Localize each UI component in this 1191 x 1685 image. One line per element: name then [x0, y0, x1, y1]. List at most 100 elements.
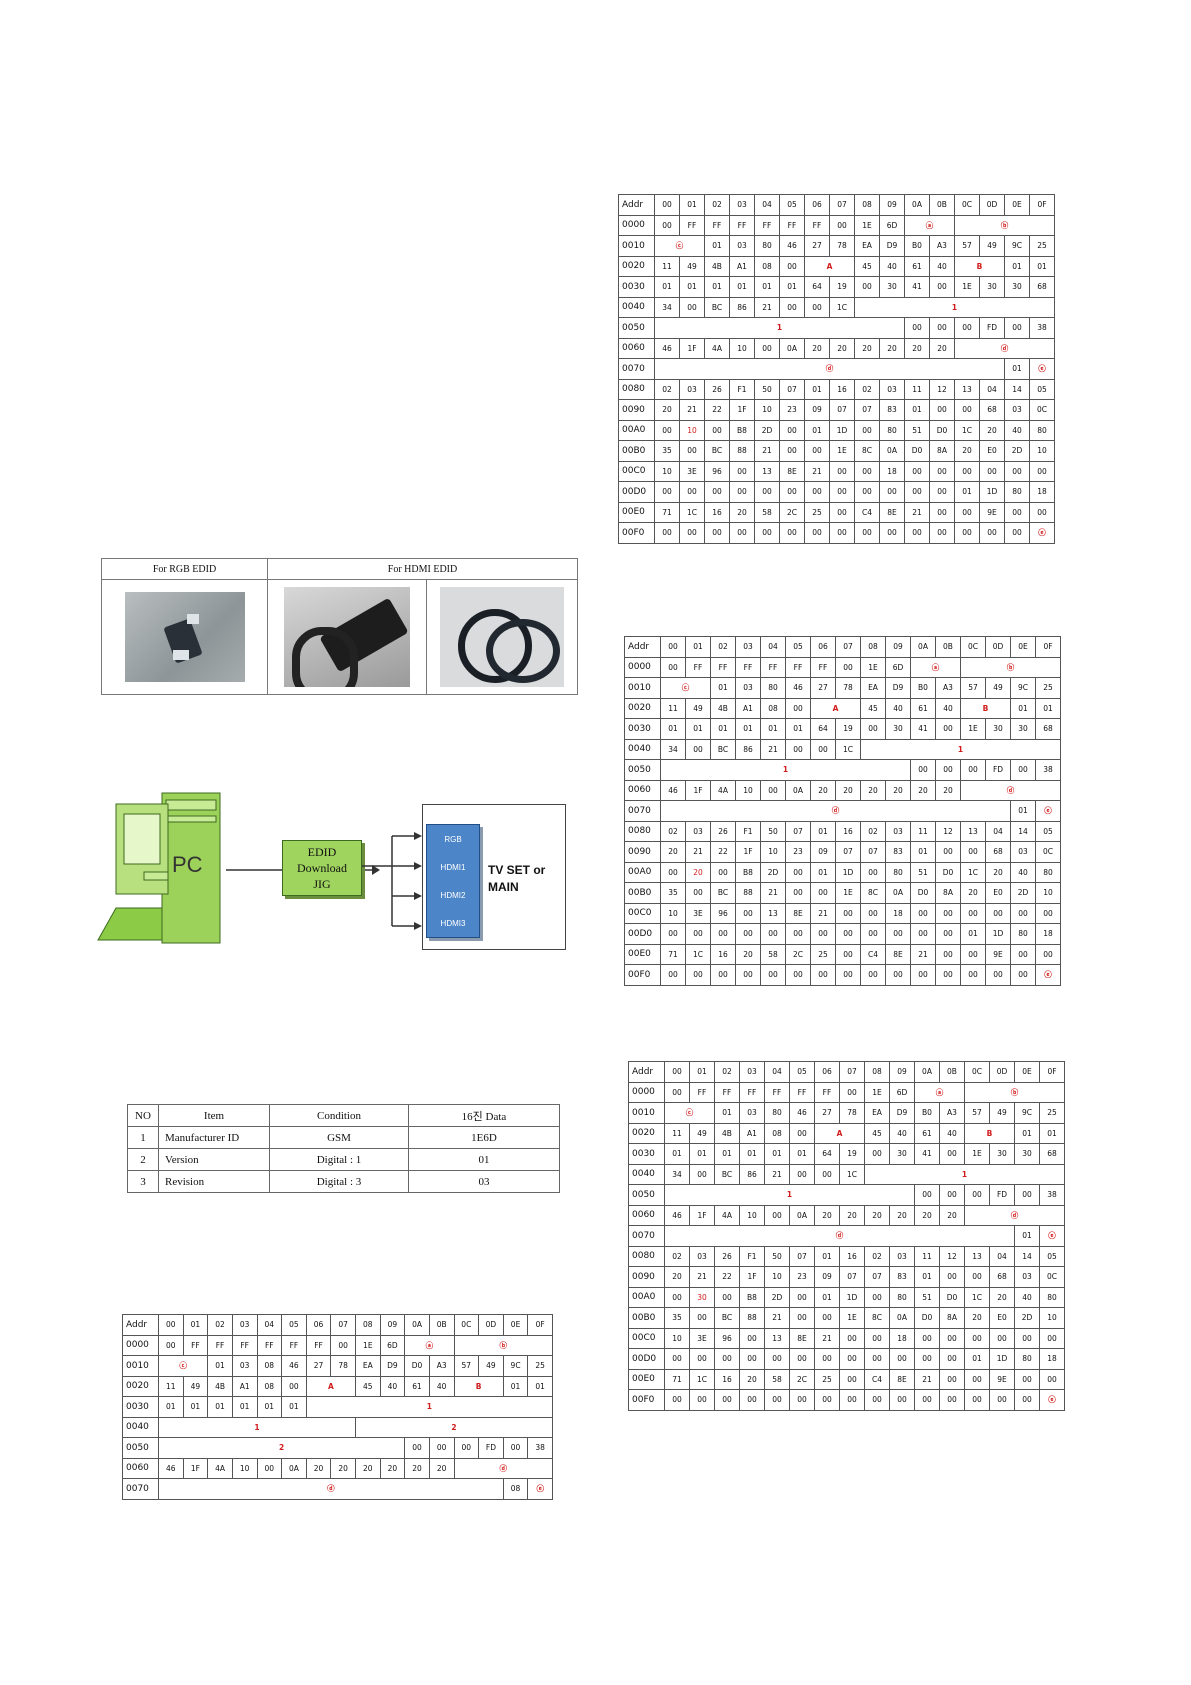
hex-byte-cell: EA [854, 235, 880, 257]
hex-byte-cell: 18 [889, 1327, 915, 1349]
hex-byte-cell: 01 [281, 1396, 307, 1418]
hex-marker-cell: ⓓ [664, 1225, 1015, 1247]
spec-cell: GSM [269, 1126, 409, 1149]
hex-byte-cell: 07 [785, 820, 811, 842]
hex-byte-cell: 00 [779, 481, 805, 503]
hex-byte-cell: 01 [914, 1266, 940, 1288]
hex-addr-cell: 0050 [624, 759, 661, 781]
hex-marker-cell: ⓓ [158, 1478, 504, 1500]
hex-byte-cell: A3 [428, 1355, 455, 1377]
hex-byte-cell: 34 [654, 296, 680, 318]
hex-byte-cell: 21 [764, 1307, 790, 1329]
hex-byte-cell: 00 [935, 943, 961, 965]
hex-byte-cell: 2C [779, 501, 805, 523]
hex-addr-cell: 0040 [624, 738, 661, 760]
hex-byte-cell: 9C [1010, 677, 1036, 699]
hex-byte-cell: 07 [839, 1266, 865, 1288]
hex-byte-cell: 16 [829, 378, 855, 400]
hex-byte-cell: 38 [1029, 317, 1055, 339]
hex-byte-cell: 1C [964, 1286, 990, 1308]
hex-header-col: 00 [664, 1061, 690, 1083]
hex-byte-cell: 4A [207, 1457, 233, 1479]
hex-byte-cell: 34 [664, 1163, 690, 1185]
hex-byte-cell: FF [814, 1081, 840, 1103]
hex-byte-cell: 00 [904, 460, 930, 482]
hex-byte-cell: 01 [904, 399, 930, 421]
rgb-jig-photo [101, 579, 268, 695]
hex-byte-cell: 00 [330, 1334, 356, 1356]
hex-byte-cell: 19 [835, 718, 861, 740]
hex-byte-cell: 01 [814, 1286, 840, 1308]
hex-marker-cell: 10 [679, 419, 705, 441]
hex-addr-cell: 0000 [122, 1334, 159, 1356]
hex-byte-cell: 08 [754, 255, 780, 277]
hex-byte-cell: 30 [879, 276, 905, 298]
hex-byte-cell: 9E [985, 943, 1011, 965]
hex-byte-cell: 00 [1039, 1327, 1065, 1349]
hex-byte-cell: 00 [835, 902, 861, 924]
hex-byte-cell: 00 [1004, 501, 1030, 523]
hex-byte-cell: 00 [754, 522, 780, 544]
hex-addr-cell: 0070 [624, 800, 661, 822]
hex-byte-cell: 13 [954, 378, 980, 400]
spec-cell: 1 [127, 1126, 159, 1149]
hex-byte-cell: 25 [810, 943, 836, 965]
hex-byte-cell: 00 [889, 1389, 915, 1411]
hex-byte-cell: 00 [679, 440, 705, 462]
hex-byte-cell: 1D [829, 419, 855, 441]
hex-byte-cell: 22 [704, 399, 730, 421]
hex-byte-cell: 01 [256, 1396, 283, 1418]
hex-header-col: 03 [735, 636, 761, 658]
hex-byte-cell: 11 [904, 378, 930, 400]
hex-byte-cell: 57 [960, 677, 986, 699]
hex-marker-cell: ⓑ [954, 214, 1055, 236]
hex-byte-cell: 07 [860, 841, 886, 863]
hex-byte-cell: BC [704, 440, 730, 462]
hex-byte-cell: 01 [760, 718, 786, 740]
hex-byte-cell: 00 [904, 317, 930, 339]
hex-byte-cell: FF [804, 214, 830, 236]
hex-byte-cell: 1E [864, 1081, 890, 1103]
hex-addr-cell: 0010 [122, 1355, 159, 1377]
hex-byte-cell: 40 [1014, 1286, 1040, 1308]
spec-cell: 3 [127, 1170, 159, 1193]
hex-byte-cell: 00 [829, 501, 855, 523]
hex-header-col: 05 [281, 1314, 307, 1336]
hex-byte-cell: 18 [1039, 1348, 1065, 1370]
hex-byte-cell: 4B [710, 697, 736, 719]
hex-byte-cell: 10 [660, 902, 686, 924]
hex-marker-cell: 1 [860, 738, 1061, 760]
hex-byte-cell: 09 [804, 399, 830, 421]
hex-byte-cell: 1E [954, 276, 980, 298]
hex-byte-cell: 6D [379, 1334, 406, 1356]
hex-byte-cell: 27 [810, 677, 836, 699]
hex-byte-cell: 00 [729, 481, 755, 503]
hex-byte-cell: 01 [735, 718, 761, 740]
hex-marker-cell: ⓓ [960, 779, 1061, 801]
hex-byte-cell: D0 [929, 419, 955, 441]
spec-cell: Digital : 3 [269, 1170, 409, 1193]
hex-byte-cell: 00 [739, 1389, 765, 1411]
hex-byte-cell: 40 [889, 1122, 915, 1144]
hex-byte-cell: 20 [355, 1457, 381, 1479]
hex-byte-cell: 00 [979, 460, 1005, 482]
hex-byte-cell: 9E [989, 1368, 1015, 1390]
hex-addr-cell: 00B0 [628, 1307, 665, 1329]
hex-byte-cell: 8E [879, 501, 905, 523]
hex-byte-cell: 00 [935, 759, 961, 781]
hex-byte-cell: 00 [428, 1437, 455, 1459]
hex-byte-cell: 8C [864, 1307, 890, 1329]
hex-byte-cell: 68 [1035, 718, 1061, 740]
hex-byte-cell: 00 [1010, 943, 1036, 965]
hex-byte-cell: 00 [910, 964, 936, 986]
hex-byte-cell: 00 [1039, 1368, 1065, 1390]
hex-byte-cell: 49 [679, 255, 705, 277]
hex-byte-cell: 41 [904, 276, 930, 298]
hex-byte-cell: 00 [829, 522, 855, 544]
